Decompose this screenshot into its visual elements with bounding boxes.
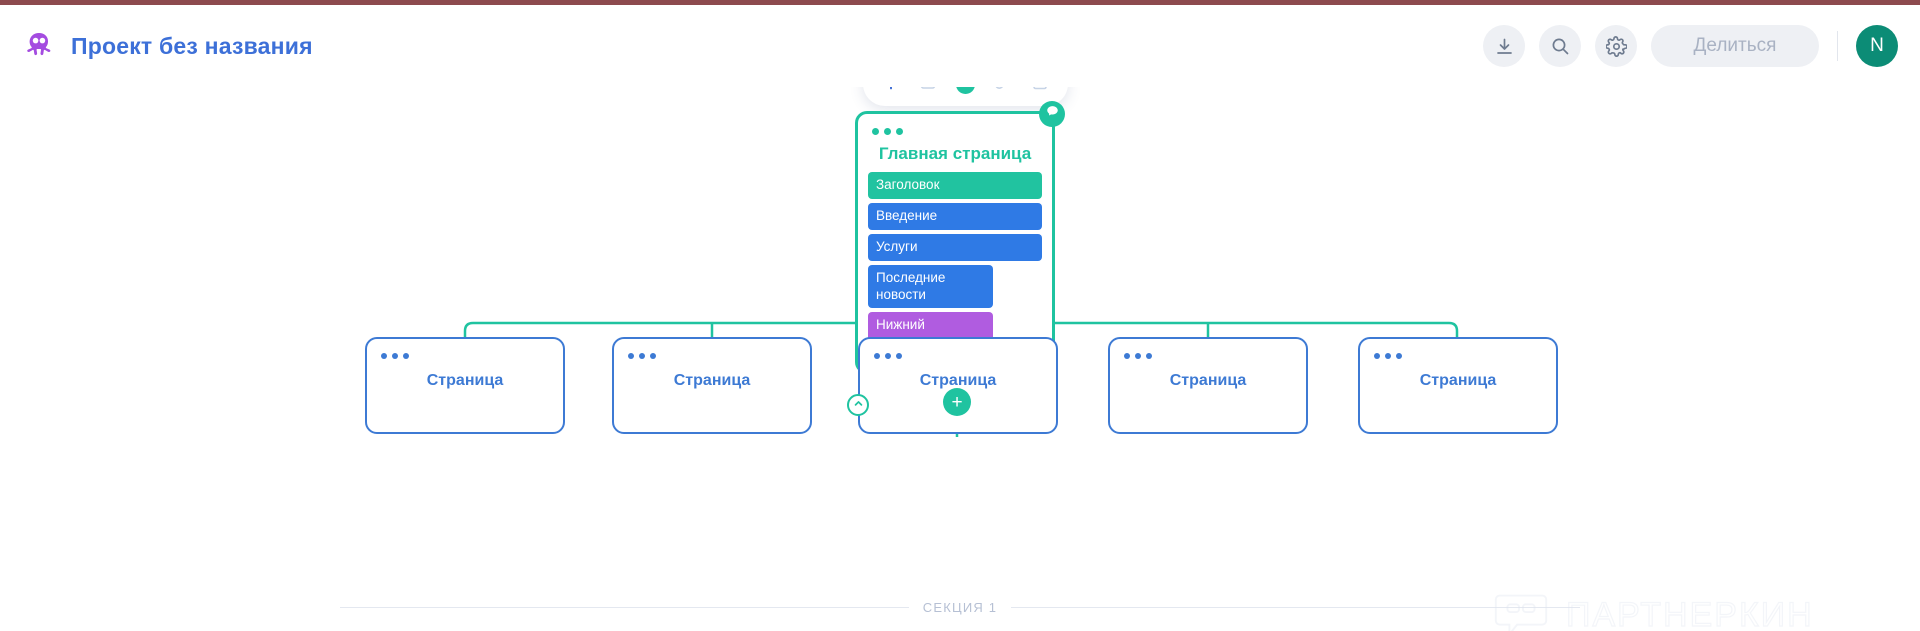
child-page-card[interactable]: Страница [612, 337, 812, 434]
dot [1124, 353, 1130, 359]
project-title[interactable]: Проект без названия [71, 32, 313, 59]
child-page-title: Страница [1419, 372, 1497, 389]
child-page-title: Страница [919, 372, 997, 389]
dot [885, 353, 891, 359]
dot [896, 128, 903, 135]
download-button[interactable] [1483, 25, 1525, 67]
child-page-title: Страница [673, 372, 751, 389]
card-menu-dots[interactable] [874, 353, 902, 359]
section-line-left [340, 606, 909, 608]
add-block-button[interactable] [879, 87, 903, 96]
collapse-toggle-button[interactable] [847, 394, 869, 416]
link-icon [992, 87, 1013, 97]
app-header: Проект без названия [0, 5, 1920, 87]
dot [872, 128, 879, 135]
add-block-icon [881, 87, 901, 97]
duplicate-page-button[interactable] [916, 87, 940, 96]
user-avatar[interactable]: N [1856, 25, 1898, 67]
octopus-logo-icon [22, 29, 56, 63]
dot [1396, 353, 1402, 359]
dot [896, 353, 902, 359]
comment-badge-button[interactable] [1039, 101, 1065, 127]
search-icon [1550, 36, 1571, 57]
gear-icon [1605, 35, 1627, 57]
dot [403, 353, 409, 359]
top-accent-strip [0, 0, 1920, 5]
add-child-page-button[interactable]: + [943, 388, 971, 416]
header-actions: Делиться N [1483, 25, 1898, 67]
dot [884, 128, 891, 135]
color-swatch-button[interactable] [954, 87, 978, 96]
root-page-card[interactable]: Главная страница Заголовок Введение Услу… [855, 101, 1065, 374]
child-page-title: Страница [1169, 372, 1247, 389]
dot [628, 353, 634, 359]
block-item[interactable]: Заголовок [868, 172, 1042, 199]
notes-button[interactable] [1028, 87, 1052, 96]
root-block-list: Заголовок Введение Услуги Последние ново… [868, 172, 1042, 360]
sitemap-canvas[interactable]: Главная страница Заголовок Введение Услу… [0, 87, 1920, 631]
card-menu-dots[interactable] [1124, 353, 1152, 359]
card-menu-dots[interactable] [381, 353, 409, 359]
share-button[interactable]: Делиться [1651, 25, 1819, 67]
card-menu-dots[interactable] [628, 353, 656, 359]
child-page-card[interactable]: Страница [365, 337, 565, 434]
chevron-up-icon [853, 396, 864, 414]
child-page-card[interactable]: Страница [1358, 337, 1558, 434]
dot [381, 353, 387, 359]
dot [1146, 353, 1152, 359]
dot [639, 353, 645, 359]
card-menu-dots[interactable] [872, 128, 903, 135]
watermark-text: ПАРТНЕРКИН [1565, 595, 1814, 631]
dot [1374, 353, 1380, 359]
dot [1135, 353, 1141, 359]
child-page-card[interactable]: Страница [858, 337, 1058, 434]
settings-button[interactable] [1595, 25, 1637, 67]
dot [1385, 353, 1391, 359]
root-page-title: Главная страница [878, 144, 1032, 163]
child-page-title: Страница [426, 372, 504, 389]
block-item[interactable]: Услуги [868, 233, 1042, 261]
link-button[interactable] [991, 87, 1015, 96]
notes-icon [1030, 87, 1050, 97]
dot [874, 353, 880, 359]
block-item[interactable]: Введение [868, 202, 1042, 230]
page-card-icon [918, 87, 938, 97]
comment-bubble-icon [1045, 104, 1060, 124]
color-circle-icon [956, 87, 975, 94]
brand: Проект без названия [22, 29, 313, 63]
child-page-card[interactable]: Страница [1108, 337, 1308, 434]
section-line-right [1011, 606, 1580, 608]
block-toolbar[interactable] [863, 87, 1068, 106]
download-icon [1494, 36, 1515, 57]
dot [392, 353, 398, 359]
card-menu-dots[interactable] [1374, 353, 1402, 359]
section-divider: СЕКЦИЯ 1 [340, 597, 1580, 617]
search-button[interactable] [1539, 25, 1581, 67]
header-divider [1837, 31, 1838, 61]
block-item[interactable]: Последние новости [868, 264, 993, 309]
dot [650, 353, 656, 359]
section-label: СЕКЦИЯ 1 [922, 599, 998, 615]
